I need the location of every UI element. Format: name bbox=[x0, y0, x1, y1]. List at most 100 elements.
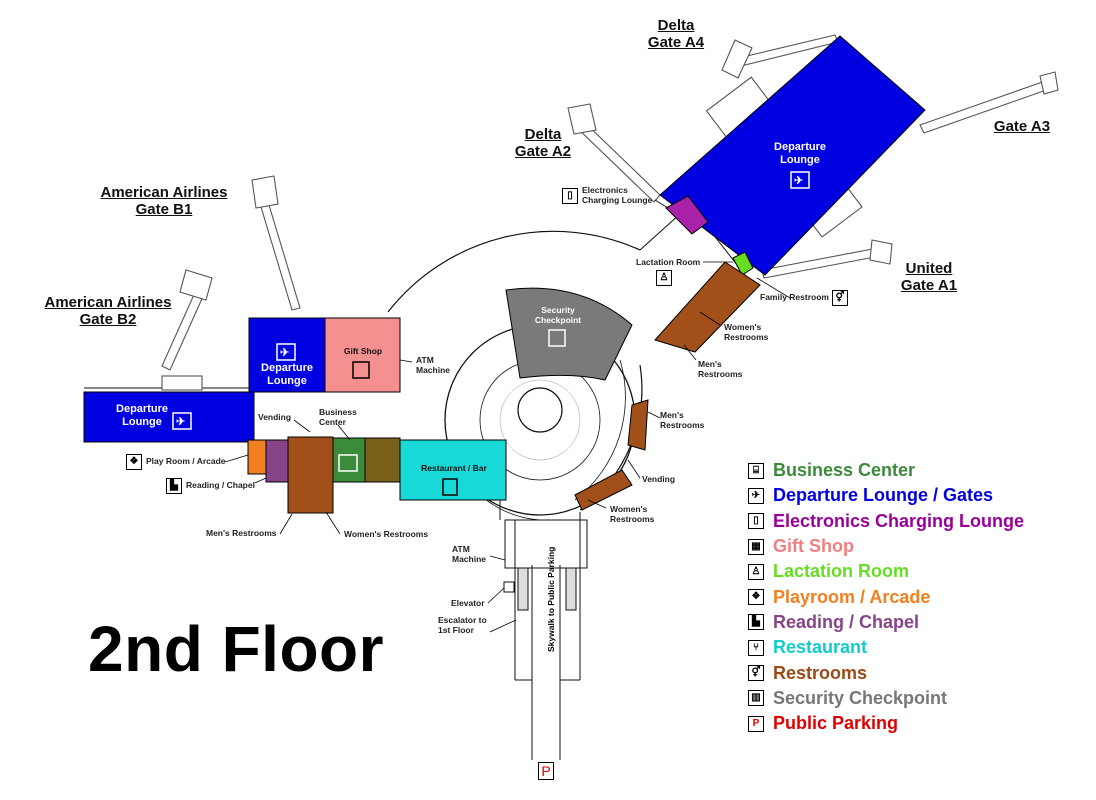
gate-a3-label: Gate A3 bbox=[982, 118, 1062, 135]
legend-item: ⌸Business Center bbox=[748, 458, 1088, 483]
gate-a4-number: Gate A4 bbox=[647, 34, 705, 52]
play-room-icon: ❖ bbox=[126, 454, 142, 470]
restaurant-icon bbox=[442, 478, 458, 496]
departure-a-icon-glyph: ✈ bbox=[794, 175, 803, 187]
play-room-arcade-label: Play Room / Arcade bbox=[146, 456, 226, 466]
business-center-icon: ⌸ bbox=[748, 462, 764, 479]
departure-lounge-a-area bbox=[659, 35, 926, 276]
jetbridge-b1 bbox=[257, 194, 301, 311]
gate-a1-number: Gate A1 bbox=[900, 277, 958, 295]
departure-lounge-b2-area bbox=[83, 391, 255, 443]
olive-area bbox=[364, 437, 401, 483]
atm-upper-label: ATM Machine bbox=[416, 355, 451, 375]
gate-a4-airline: Delta bbox=[657, 17, 695, 34]
legend-label: Gift Shop bbox=[773, 536, 854, 557]
departure-b2-icon-glyph: ✈ bbox=[176, 416, 185, 428]
legend-label: Lactation Room bbox=[773, 561, 910, 582]
business-center-area bbox=[332, 437, 366, 483]
gate-b1-airline: American Airlines bbox=[100, 184, 228, 201]
elevator-box bbox=[503, 581, 515, 593]
lactation-icon: ♙ bbox=[748, 563, 764, 580]
legend-label: Restrooms bbox=[773, 662, 868, 683]
elevator-label: Elevator bbox=[451, 598, 485, 608]
skywalk-label: Skywalk to Public Parking bbox=[546, 546, 556, 652]
gate-b2-label: American Airlines Gate B2 bbox=[28, 294, 188, 329]
gate-a3-number: Gate A3 bbox=[993, 118, 1051, 135]
legend-item: ▥ Security Checkpoint bbox=[748, 686, 1088, 711]
security-checkpoint-area bbox=[505, 287, 633, 381]
restroom-b-area bbox=[287, 436, 334, 514]
gate-a2-label: Delta Gate A2 bbox=[503, 126, 583, 161]
security-checkpoint-name: Security Checkpoint bbox=[534, 305, 582, 325]
legend-label: Public Parking bbox=[773, 713, 899, 734]
parking-icon: P bbox=[748, 715, 764, 732]
concourse-outline bbox=[387, 230, 641, 313]
departure-icon: ✈ bbox=[748, 487, 764, 504]
mens-restrooms-c-label: Men's Restrooms bbox=[660, 410, 705, 430]
departure-lounge-b2-name: Departure Lounge bbox=[116, 403, 168, 428]
departure-b2-icon bbox=[172, 412, 192, 430]
legend-label: Electronics Charging Lounge bbox=[773, 510, 1025, 531]
restaurant-icon: ⑂ bbox=[748, 639, 764, 656]
charging-icon: ▯ bbox=[748, 513, 764, 530]
gate-a1-airline: United bbox=[905, 260, 953, 277]
playroom-icon: ❖ bbox=[748, 589, 764, 606]
gate-a2-number: Gate A2 bbox=[514, 143, 572, 161]
mens-restrooms-a-label: Men's Restrooms bbox=[698, 359, 743, 379]
departure-b1-icon bbox=[276, 343, 296, 361]
restroom-c-north bbox=[627, 399, 649, 451]
gift-shop-name: Gift Shop bbox=[343, 346, 383, 356]
playroom-area bbox=[247, 439, 267, 475]
departure-lounge-b1-name: Departure Lounge bbox=[261, 362, 313, 387]
vending-c-label: Vending bbox=[642, 474, 676, 484]
family-restroom-label: Family Restroom bbox=[760, 292, 829, 302]
gift-shop-area bbox=[324, 317, 401, 393]
departure-lounge-a-name: Departure Lounge bbox=[774, 141, 826, 166]
lactation-icon: ♙ bbox=[656, 270, 672, 286]
lactation-room-label: Lactation Room bbox=[636, 257, 701, 267]
restroom-icon: ⚥ bbox=[748, 665, 764, 682]
legend-item: P Public Parking bbox=[748, 711, 1088, 736]
gate-b1-label: American Airlines Gate B1 bbox=[84, 184, 244, 219]
security-icon: ▥ bbox=[748, 690, 764, 707]
departure-b1-icon-glyph: ✈ bbox=[280, 347, 289, 359]
rotunda-core bbox=[517, 387, 563, 433]
parking-icon: P bbox=[538, 762, 554, 780]
mens-restrooms-b-label: Men's Restrooms bbox=[206, 528, 277, 538]
lactation-area bbox=[732, 251, 754, 276]
gate-a4-label: Delta Gate A4 bbox=[636, 17, 716, 52]
escalator-label: Escalator to 1st Floor bbox=[438, 615, 487, 635]
gate-b1-number: Gate B1 bbox=[135, 201, 193, 219]
womens-restrooms-a-label: Women's Restrooms bbox=[724, 322, 769, 342]
business-icon bbox=[338, 454, 358, 472]
gift-shop-icon bbox=[352, 361, 370, 379]
skywalk-corridor bbox=[514, 512, 581, 760]
legend-label: Playroom / Arcade bbox=[773, 586, 931, 607]
legend-label: Security Checkpoint bbox=[773, 687, 948, 708]
reading-chapel-label: Reading / Chapel bbox=[186, 480, 255, 490]
reading-icon: ▙ bbox=[748, 614, 764, 631]
gate-a1-label: United Gate A1 bbox=[889, 260, 969, 295]
legend-item: ♙ Lactation Room bbox=[748, 559, 1088, 584]
map-legend: ⌸Business Center ✈ Departure Lounge / Gate… bbox=[748, 458, 1088, 736]
reading-chapel-area bbox=[265, 439, 289, 483]
legend-item: ⑂ Restaurant bbox=[748, 635, 1088, 660]
business-center-label: Business Center bbox=[319, 407, 357, 427]
gate-b2-number: Gate B2 bbox=[79, 311, 137, 329]
legend-item: ⚥ Restrooms bbox=[748, 660, 1088, 685]
womens-restrooms-b-label: Women's Restrooms bbox=[344, 529, 429, 539]
legend-label: Restaurant bbox=[773, 637, 868, 658]
restroom-c-south bbox=[574, 469, 633, 511]
legend-item: ▯ Electronics Charging Lounge bbox=[748, 509, 1088, 534]
legend-item: ▙Reading / Chapel bbox=[748, 610, 1088, 635]
legend-item: ✈ Departure Lounge / Gates bbox=[748, 483, 1088, 508]
womens-restrooms-c-label: Women's Restrooms bbox=[610, 504, 655, 524]
gift-shop-icon: ▦ bbox=[748, 538, 764, 555]
charging-lounge-area bbox=[665, 195, 709, 235]
escalator-left bbox=[517, 567, 529, 611]
restaurant-area bbox=[399, 439, 507, 501]
security-icon bbox=[548, 329, 566, 347]
departure-a-icon bbox=[790, 171, 810, 189]
legend-label: Departure Lounge / Gates bbox=[773, 485, 994, 506]
